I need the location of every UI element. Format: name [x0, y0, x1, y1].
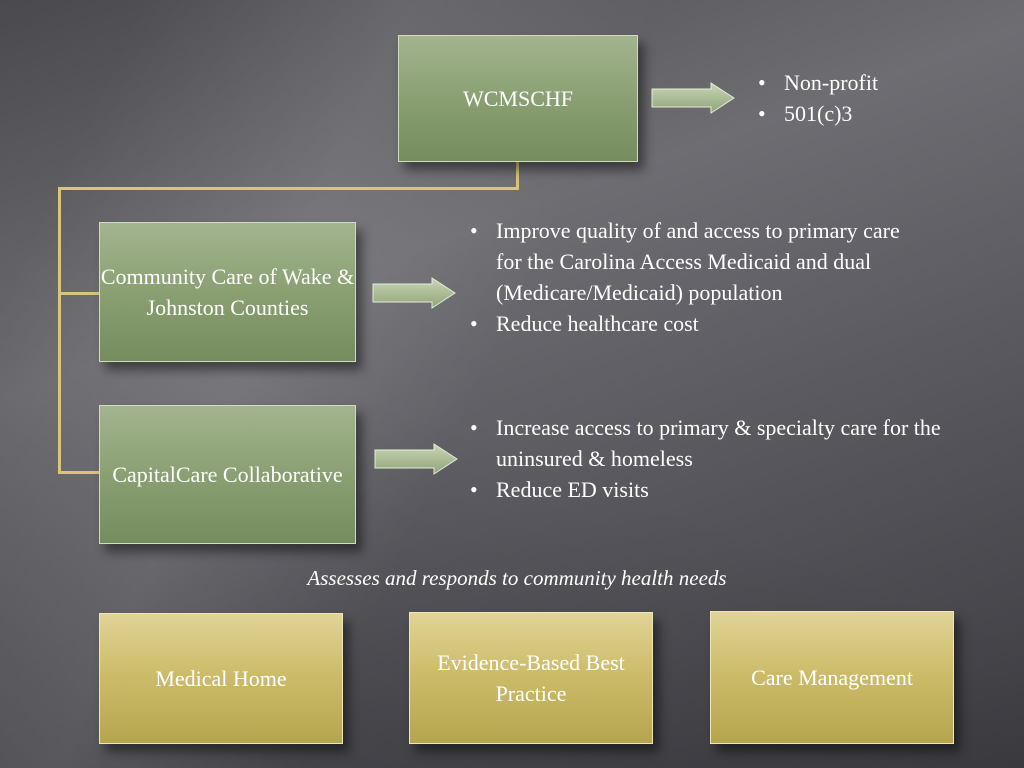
ccwjc-box: Community Care of Wake & Johnston Counti…	[99, 222, 356, 362]
list-item: Improve quality of and access to primary…	[464, 215, 924, 308]
list-item: Reduce healthcare cost	[464, 308, 924, 339]
ccwjc-bullets: Improve quality of and access to primary…	[464, 215, 924, 339]
pillar-label: Care Management	[751, 665, 913, 690]
list-item: Increase access to primary & specialty c…	[464, 412, 954, 474]
ccwjc-label: Community Care of Wake & Johnston Counti…	[100, 264, 355, 320]
connector-to-capitalcare	[58, 471, 100, 474]
list-item: Reduce ED visits	[464, 474, 954, 505]
pillar-care-management: Care Management	[710, 611, 954, 744]
connector-trunk	[58, 187, 61, 474]
capitalcare-label: CapitalCare Collaborative	[112, 462, 343, 487]
list-item: Non-profit	[752, 67, 1012, 98]
wcmschf-bullets: Non-profit 501(c)3	[752, 67, 1012, 129]
pillar-label: Evidence-Based Best Practice	[437, 650, 625, 706]
capitalcare-box: CapitalCare Collaborative	[99, 405, 356, 544]
list-item: 501(c)3	[752, 98, 1012, 129]
wcmschf-label: WCMSCHF	[462, 86, 574, 111]
tagline: Assesses and responds to community healt…	[307, 566, 727, 590]
connector-vertical-top	[516, 161, 519, 189]
connector-horizontal-top	[58, 187, 519, 190]
wcmschf-box: WCMSCHF	[398, 35, 638, 162]
capitalcare-bullets: Increase access to primary & specialty c…	[464, 412, 954, 505]
pillar-medical-home: Medical Home	[99, 613, 343, 744]
pillar-evidence-based-practice: Evidence-Based Best Practice	[409, 612, 653, 744]
arrow-right-icon	[372, 277, 456, 309]
connector-to-ccwjc	[58, 292, 100, 295]
pillar-label: Medical Home	[155, 666, 287, 691]
arrow-right-icon	[374, 443, 458, 475]
arrow-right-icon	[651, 82, 735, 114]
